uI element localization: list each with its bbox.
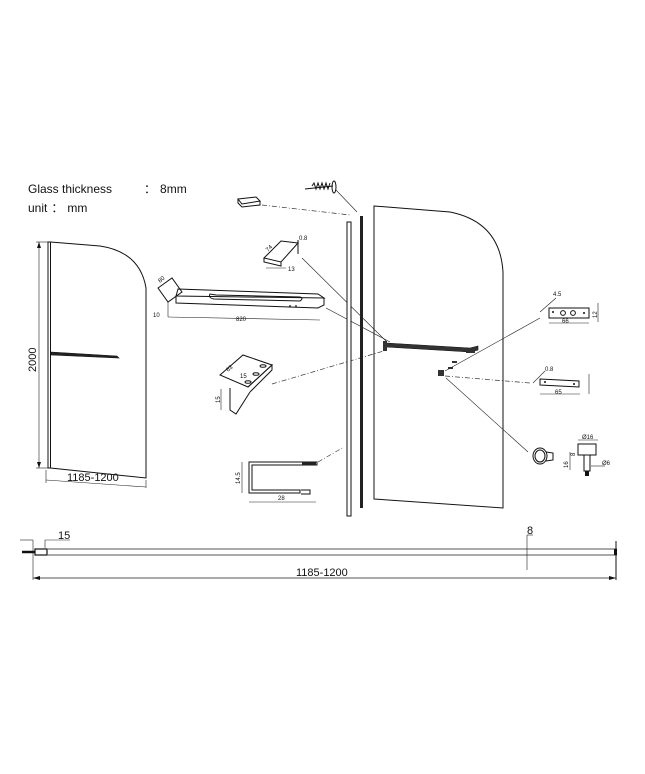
front-width-dim: 1185-1200: [67, 472, 119, 484]
knob-dim-o6: Ø6: [602, 461, 611, 467]
spec-block: Glass thickness：8mm unit：mm: [28, 180, 187, 218]
wall-profile-dim-14-5: 14.5: [236, 472, 242, 484]
unit-row: unit：mm: [28, 199, 187, 218]
unit-label: unit: [28, 201, 48, 215]
knob-part: Ø16 Ø6 8 16: [532, 435, 611, 476]
bracket-dim-63: 63: [225, 364, 234, 373]
knob-dim-16: 16: [564, 461, 570, 468]
front-view-panel: 2000 1185-1200: [27, 241, 147, 488]
spacer-plate-dim-0-8: 0.8: [545, 367, 554, 373]
hinge-plate-dim-12: 12: [593, 311, 599, 318]
towel-bar-part: 80 10 820: [153, 275, 391, 343]
bracket-part: 63 15 15: [216, 349, 388, 415]
hinge-plate-part: 4.5 66 12: [539, 292, 599, 325]
colon: ：: [144, 182, 157, 196]
bracket-dim-15b: 15: [216, 396, 222, 403]
hinge-plate-dim-4-5: 4.5: [553, 292, 562, 298]
top-view: 15 8 1185-1200: [20, 525, 617, 580]
end-cap-part: [237, 196, 351, 216]
screw-part: [304, 180, 358, 213]
clip-dim-13: 13: [288, 267, 295, 273]
exploded-glass-panel: [373, 205, 541, 509]
glass-thickness-value: 8mm: [160, 182, 187, 196]
knob-dim-o16: Ø16: [582, 435, 594, 441]
towel-bar-dim-80: 80: [157, 275, 166, 284]
clip-part: 74 0.8 13: [263, 236, 388, 343]
colon: ：: [51, 201, 64, 215]
top-view-dim-15: 15: [58, 530, 70, 542]
hinge-plate-dim-66: 66: [562, 319, 569, 325]
towel-bar-dim-10: 10: [153, 313, 160, 319]
knob-dim-8: 8: [571, 452, 577, 456]
top-view-overall-width: 1185-1200: [296, 567, 348, 579]
glass-thickness-label: Glass thickness: [28, 182, 113, 196]
front-height-dim: 2000: [27, 348, 39, 372]
bracket-dim-15a: 15: [240, 374, 247, 380]
spacer-plate-part: 0.8 65: [532, 367, 590, 396]
clip-dim-74: 74: [265, 244, 274, 253]
spacer-plate-dim-65: 65: [555, 390, 562, 396]
top-view-dim-8: 8: [527, 525, 533, 537]
towel-bar-dim-820: 820: [236, 317, 247, 323]
unit-value: mm: [67, 201, 88, 215]
wall-profile-part: 14.5 28: [236, 446, 345, 503]
wall-channels: [346, 216, 363, 517]
clip-dim-0-8: 0.8: [299, 236, 308, 242]
glass-thickness-row: Glass thickness ：8mm: [28, 180, 187, 199]
wall-profile-dim-28: 28: [278, 496, 285, 502]
